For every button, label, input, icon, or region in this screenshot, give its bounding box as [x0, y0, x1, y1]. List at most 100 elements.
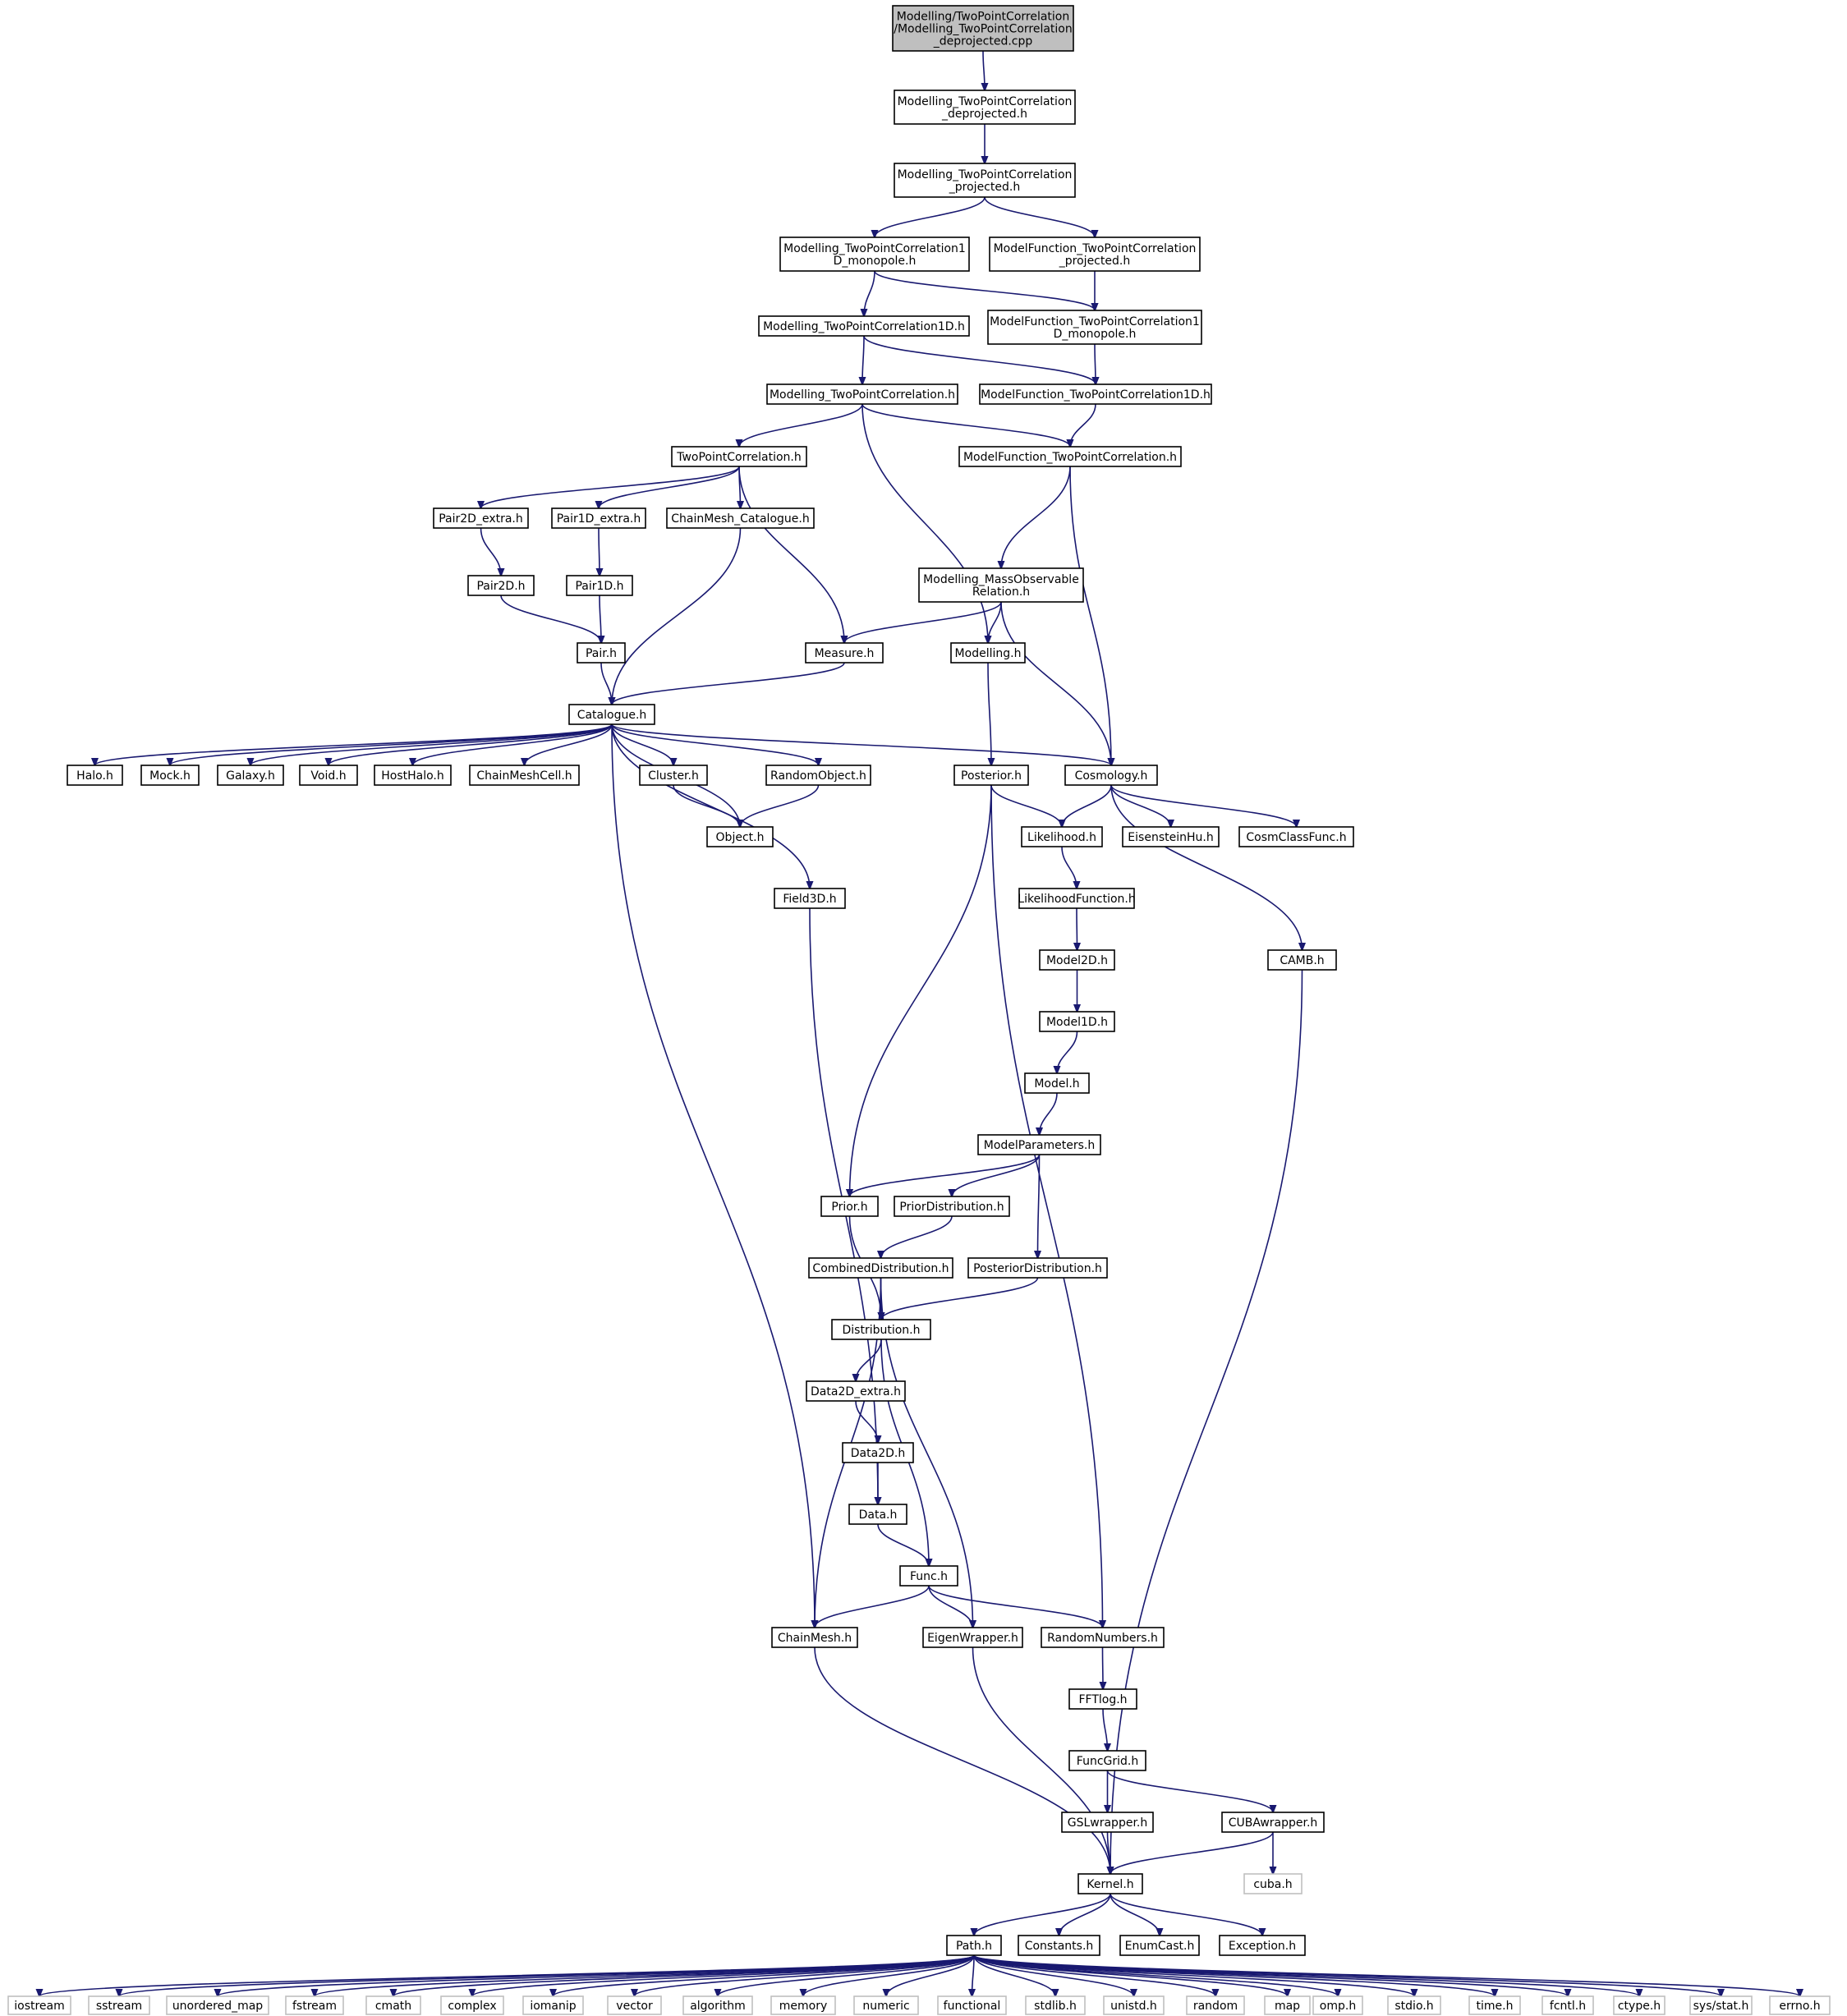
- node-fcntl[interactable]: fcntl.h: [1541, 1995, 1594, 2015]
- node-modelparams[interactable]: ModelParameters.h: [977, 1134, 1101, 1155]
- node-sstream[interactable]: sstream: [88, 1995, 150, 2015]
- node-pair[interactable]: Pair.h: [577, 642, 626, 664]
- node-box: [977, 1134, 1101, 1155]
- node-cuba[interactable]: cuba.h: [1243, 1873, 1303, 1894]
- node-mtpc[interactable]: Modelling_TwoPointCorrelation.h: [766, 383, 958, 405]
- node-map[interactable]: map: [1264, 1995, 1311, 2015]
- node-halo[interactable]: Halo.h: [67, 765, 123, 786]
- node-mf1d-mono[interactable]: ModelFunction_TwoPointCorrelation1D_mono…: [987, 310, 1202, 345]
- node-data[interactable]: Data.h: [848, 1504, 907, 1525]
- node-pair1dx[interactable]: Pair1D_extra.h: [551, 507, 646, 529]
- node-tpc[interactable]: TwoPointCorrelation.h: [671, 446, 807, 467]
- node-pair2dx[interactable]: Pair2D_extra.h: [433, 507, 529, 529]
- node-mtpc1d-mono[interactable]: Modelling_TwoPointCorrelation1D_monopole…: [779, 237, 970, 272]
- node-randnum[interactable]: RandomNumbers.h: [1041, 1627, 1165, 1648]
- node-cosmclass[interactable]: CosmClassFunc.h: [1238, 826, 1354, 847]
- node-label: Model2D.h: [1046, 954, 1108, 967]
- node-galaxy[interactable]: Galaxy.h: [217, 765, 284, 786]
- node-root[interactable]: Modelling/TwoPointCorrelation/Modelling_…: [892, 5, 1074, 52]
- node-data2d[interactable]: Data2D.h: [842, 1442, 914, 1463]
- node-mtpc1d[interactable]: Modelling_TwoPointCorrelation1D.h: [758, 315, 970, 337]
- node-fftlog[interactable]: FFTlog.h: [1068, 1688, 1137, 1710]
- node-cmcat[interactable]: ChainMesh_Catalogue.h: [666, 507, 815, 529]
- node-void[interactable]: Void.h: [299, 765, 358, 786]
- node-mf-proj[interactable]: ModelFunction_TwoPointCorrelation_projec…: [989, 237, 1201, 272]
- edge-path-to-random: [973, 1954, 1215, 1996]
- node-prior[interactable]: Prior.h: [820, 1196, 879, 1217]
- node-cmcell[interactable]: ChainMeshCell.h: [469, 765, 580, 786]
- edge-mf1d-to-mf: [1070, 403, 1096, 447]
- node-combdist[interactable]: CombinedDistribution.h: [808, 1257, 953, 1279]
- node-func[interactable]: Func.h: [899, 1565, 958, 1587]
- node-data2dx[interactable]: Data2D_extra.h: [806, 1380, 906, 1402]
- node-sysstat[interactable]: sys/stat.h: [1689, 1995, 1753, 2015]
- node-constants[interactable]: Constants.h: [1018, 1935, 1100, 1956]
- node-model2d[interactable]: Model2D.h: [1039, 949, 1115, 971]
- node-cluster[interactable]: Cluster.h: [639, 765, 708, 786]
- node-mtpc-dep[interactable]: Modelling_TwoPointCorrelation_deprojecte…: [894, 90, 1076, 125]
- node-cubaw[interactable]: CUBAwrapper.h: [1221, 1812, 1325, 1833]
- node-ctype[interactable]: ctype.h: [1613, 1995, 1666, 2015]
- node-unistd[interactable]: unistd.h: [1103, 1995, 1165, 2015]
- node-label: CUBAwrapper.h: [1229, 1816, 1318, 1830]
- node-complex[interactable]: complex: [440, 1995, 504, 2015]
- node-measure[interactable]: Measure.h: [805, 642, 884, 664]
- node-memory[interactable]: memory: [770, 1995, 836, 2015]
- node-enumcast[interactable]: EnumCast.h: [1119, 1935, 1200, 1956]
- node-likefunc[interactable]: LikelihoodFunction.h: [1018, 888, 1136, 909]
- node-mf1d[interactable]: ModelFunction_TwoPointCorrelation1D.h: [979, 383, 1212, 405]
- node-model[interactable]: Model.h: [1024, 1072, 1090, 1094]
- node-posterior[interactable]: Posterior.h: [953, 765, 1029, 786]
- node-mock[interactable]: Mock.h: [140, 765, 200, 786]
- node-cmath[interactable]: cmath: [365, 1995, 421, 2015]
- node-box: [1041, 1627, 1165, 1648]
- node-errno[interactable]: errno.h: [1769, 1995, 1831, 2015]
- node-time[interactable]: time.h: [1468, 1995, 1521, 2015]
- node-postdist[interactable]: PosteriorDistribution.h: [967, 1257, 1108, 1279]
- node-eigen[interactable]: EigenWrapper.h: [922, 1627, 1023, 1648]
- node-stdio[interactable]: stdio.h: [1387, 1995, 1441, 2015]
- node-randobj[interactable]: RandomObject.h: [765, 765, 871, 786]
- node-unordered-map[interactable]: unordered_map: [166, 1995, 269, 2015]
- node-stdlib[interactable]: stdlib.h: [1025, 1995, 1086, 2015]
- edge-func-to-chainmesh: [815, 1585, 930, 1628]
- node-distribution[interactable]: Distribution.h: [831, 1319, 931, 1340]
- node-fstream[interactable]: fstream: [285, 1995, 344, 2015]
- node-omp[interactable]: omp.h: [1312, 1995, 1363, 2015]
- node-box: [1025, 1995, 1086, 2015]
- node-pair1d[interactable]: Pair1D.h: [566, 575, 633, 596]
- node-camb[interactable]: CAMB.h: [1267, 949, 1337, 971]
- node-kernel[interactable]: Kernel.h: [1077, 1873, 1143, 1894]
- edge-model1d-to-model: [1057, 1031, 1078, 1073]
- node-mtpc-proj[interactable]: Modelling_TwoPointCorrelation_projected.…: [894, 163, 1076, 198]
- node-gslw[interactable]: GSLwrapper.h: [1061, 1812, 1154, 1833]
- node-pair2d[interactable]: Pair2D.h: [467, 575, 535, 596]
- node-cosmology[interactable]: Cosmology.h: [1064, 765, 1158, 786]
- node-vector[interactable]: vector: [607, 1995, 662, 2015]
- node-eisenstein[interactable]: EisensteinHu.h: [1122, 826, 1220, 847]
- node-path[interactable]: Path.h: [946, 1935, 1002, 1956]
- node-iostream[interactable]: iostream: [7, 1995, 71, 2015]
- node-funcgrid[interactable]: FuncGrid.h: [1068, 1750, 1146, 1771]
- node-functional[interactable]: functional: [937, 1995, 1007, 2015]
- edge-priordist-to-combdist: [881, 1215, 953, 1258]
- node-label: random: [1193, 2000, 1238, 2013]
- node-hosthalo[interactable]: HostHalo.h: [374, 765, 452, 786]
- node-random[interactable]: random: [1186, 1995, 1245, 2015]
- node-algorithm[interactable]: algorithm: [682, 1995, 753, 2015]
- node-likelihood[interactable]: Likelihood.h: [1021, 826, 1103, 847]
- node-exception[interactable]: Exception.h: [1219, 1935, 1306, 1956]
- node-model1d[interactable]: Model1D.h: [1039, 1011, 1115, 1032]
- node-mf[interactable]: ModelFunction_TwoPointCorrelation.h: [958, 446, 1182, 467]
- node-box: [568, 704, 655, 725]
- node-chainmesh[interactable]: ChainMesh.h: [771, 1627, 858, 1648]
- node-object[interactable]: Object.h: [706, 826, 774, 847]
- node-modelling[interactable]: Modelling.h: [950, 642, 1026, 664]
- node-label: ModelFunction_TwoPointCorrelation.h: [963, 451, 1177, 464]
- node-catalogue[interactable]: Catalogue.h: [568, 704, 655, 725]
- node-priordist[interactable]: PriorDistribution.h: [894, 1196, 1010, 1217]
- node-field3d[interactable]: Field3D.h: [774, 888, 846, 909]
- node-numeric[interactable]: numeric: [853, 1995, 919, 2015]
- node-iomanip[interactable]: iomanip: [522, 1995, 584, 2015]
